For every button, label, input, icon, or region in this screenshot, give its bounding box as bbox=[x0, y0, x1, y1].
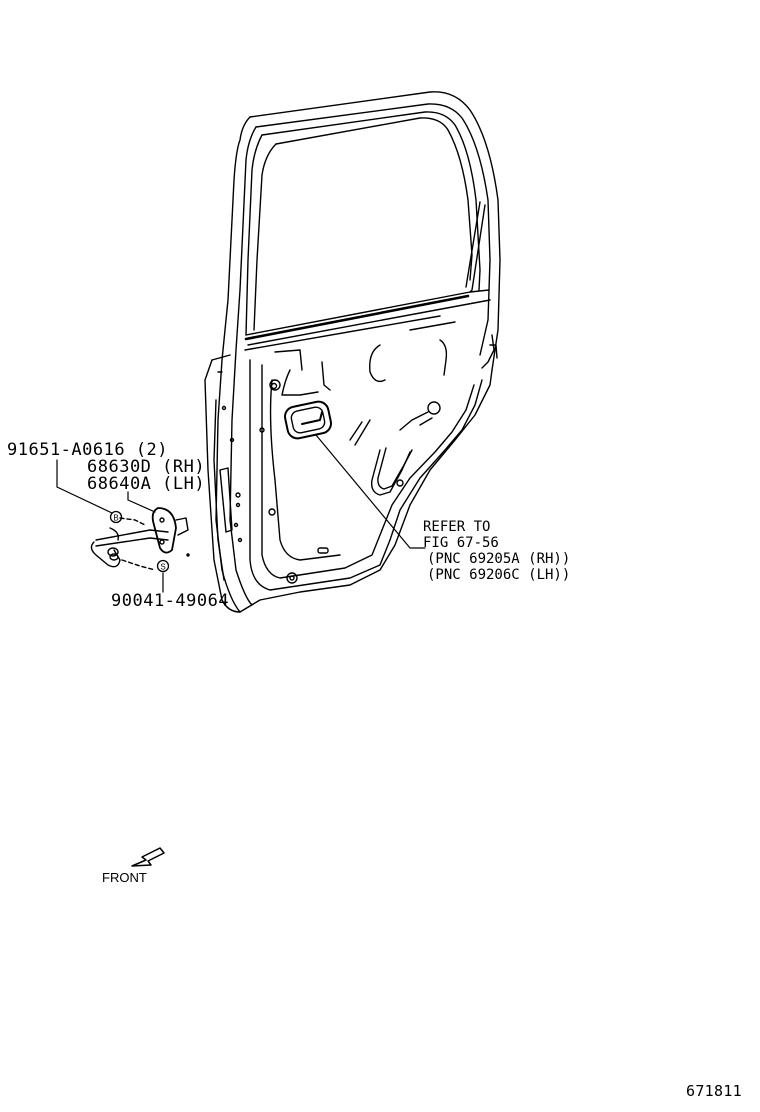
refer-pnc-rh: (PNC 69205A (RH)) bbox=[427, 551, 571, 567]
door-check-rh-part-number: 68630D (RH) bbox=[87, 457, 206, 477]
refer-line-2: FIG 67-56 bbox=[423, 535, 499, 551]
belt-line bbox=[244, 289, 491, 351]
inner-panel bbox=[250, 322, 483, 591]
figure-number: 671811 bbox=[686, 1082, 742, 1100]
door-check-assembly bbox=[90, 507, 189, 571]
screw-marker-letter: S bbox=[160, 563, 165, 572]
door-check-lh-part-number: 68640A (LH) bbox=[87, 474, 206, 494]
bolt-part-number: 91651-A0616 (2) bbox=[7, 440, 169, 460]
door-hinge-face bbox=[186, 354, 243, 613]
refer-to-callout: REFER TO FIG 67-56 (PNC 69205A (RH)) (PN… bbox=[423, 519, 570, 583]
refer-line-1: REFER TO bbox=[423, 519, 491, 535]
door-lock-face bbox=[481, 334, 498, 369]
screw-part-number: 90041-49064 bbox=[111, 591, 230, 611]
door-outer-frame bbox=[215, 91, 501, 613]
arrow-down-left-icon bbox=[131, 847, 165, 867]
leader-lines bbox=[56, 434, 426, 593]
inside-handle-bezel bbox=[284, 400, 332, 440]
front-direction-label: FRONT bbox=[102, 870, 147, 885]
callout-markers bbox=[109, 510, 170, 573]
bolt-marker-letter: B bbox=[113, 514, 118, 523]
refer-pnc-lh: (PNC 69206C (LH)) bbox=[427, 567, 571, 583]
window-frame bbox=[245, 111, 486, 336]
